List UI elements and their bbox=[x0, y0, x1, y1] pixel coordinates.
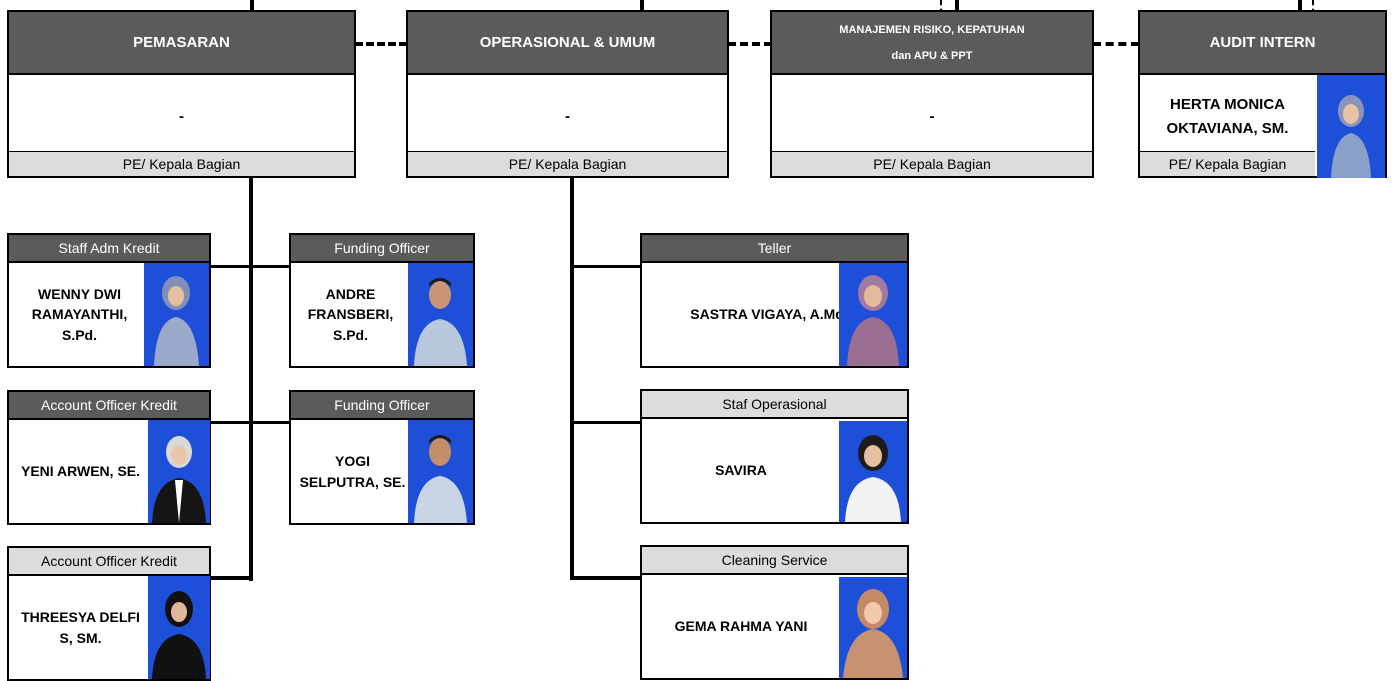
connector-top-mid bbox=[640, 0, 644, 12]
branch-teller bbox=[570, 265, 642, 268]
dept-head-role: PE/ Kepala Bagian bbox=[9, 151, 354, 176]
dept-title: AUDIT INTERN bbox=[1140, 12, 1385, 75]
dept-title: OPERASIONAL & UMUM bbox=[408, 12, 727, 75]
staff-name: WENNY DWI RAMAYANTHI, S.Pd. bbox=[31, 286, 128, 343]
dept-head-role: PE/ Kepala Bagian bbox=[1140, 151, 1315, 176]
dept-title-line1: MANAJEMEN RISIKO, KEPATUHAN bbox=[839, 23, 1025, 36]
staff-threesya: Account Officer Kredit THREESYA DELFI S,… bbox=[7, 546, 211, 681]
staff-position: Teller bbox=[642, 235, 907, 263]
dept-pemasaran: PEMASARAN - PE/ Kepala Bagian bbox=[7, 10, 356, 178]
dept-title: MANAJEMEN RISIKO, KEPATUHAN dan APU & PP… bbox=[772, 12, 1092, 75]
dept-manajemen-risiko: MANAJEMEN RISIKO, KEPATUHAN dan APU & PP… bbox=[770, 10, 1094, 178]
branch-row3 bbox=[210, 576, 253, 580]
photo-savira bbox=[839, 421, 907, 522]
photo-wenny bbox=[144, 263, 209, 366]
staff-position: Cleaning Service bbox=[642, 547, 907, 575]
branch-row2 bbox=[210, 421, 292, 424]
staff-gema: Cleaning Service GEMA RAHMA YANI bbox=[640, 545, 909, 680]
dept-title: PEMASARAN bbox=[9, 12, 354, 75]
dept-title-line2: dan APU & PPT bbox=[891, 49, 973, 62]
connector-top-audit-dash bbox=[1312, 0, 1314, 14]
photo-yeni bbox=[148, 420, 210, 523]
dashed-link-3 bbox=[1093, 42, 1139, 46]
connector-top-manajemen-solid bbox=[955, 0, 959, 12]
dept-head-role: PE/ Kepala Bagian bbox=[772, 151, 1092, 176]
staff-name: THREESYA DELFI S, SM. bbox=[21, 609, 140, 646]
dept-audit-intern: AUDIT INTERN HERTA MONICA OKTAVIANA, SM.… bbox=[1138, 10, 1387, 178]
staff-name: SASTRA VIGAYA, A.Md. bbox=[690, 306, 848, 323]
photo-gema bbox=[839, 577, 907, 678]
dept-head-name: - bbox=[565, 108, 570, 125]
photo-yogi bbox=[408, 420, 473, 523]
dashed-link-1 bbox=[355, 42, 407, 46]
dept-head-name: - bbox=[179, 108, 184, 125]
branch-row1 bbox=[210, 265, 292, 268]
dept-operasional: OPERASIONAL & UMUM - PE/ Kepala Bagian bbox=[406, 10, 729, 178]
staff-name: YOGI SELPUTRA, SE. bbox=[299, 453, 406, 490]
operasional-trunk bbox=[570, 176, 574, 580]
staff-position: Staff Adm Kredit bbox=[9, 235, 209, 263]
staff-yeni: Account Officer Kredit YENI ARWEN, SE. bbox=[7, 390, 211, 525]
pemasaran-trunk bbox=[249, 176, 253, 581]
staff-position: Funding Officer bbox=[291, 392, 473, 420]
staff-position: Account Officer Kredit bbox=[9, 392, 209, 420]
connector-top-left bbox=[250, 0, 254, 12]
staff-name: GEMA RAHMA YANI bbox=[674, 618, 808, 635]
staff-position: Account Officer Kredit bbox=[9, 548, 209, 576]
branch-staf-ops bbox=[570, 421, 642, 424]
staff-name: ANDRE FRANSBERI, S.Pd. bbox=[307, 286, 394, 343]
staff-name: YENI ARWEN, SE. bbox=[20, 463, 141, 480]
staff-wenny: Staff Adm Kredit WENNY DWI RAMAYANTHI, S… bbox=[7, 233, 211, 368]
photo-threesya bbox=[148, 576, 210, 679]
staff-yogi: Funding Officer YOGI SELPUTRA, SE. bbox=[289, 390, 475, 525]
photo-herta bbox=[1317, 75, 1385, 178]
photo-andre bbox=[408, 263, 473, 366]
staff-andre: Funding Officer ANDRE FRANSBERI, S.Pd. bbox=[289, 233, 475, 368]
staff-position: Staf Operasional bbox=[642, 391, 907, 419]
branch-cleaning bbox=[570, 576, 642, 580]
connector-top-manajemen bbox=[940, 0, 942, 14]
dept-head-name: - bbox=[929, 108, 935, 125]
dept-head-role: PE/ Kepala Bagian bbox=[408, 151, 727, 176]
photo-sastra bbox=[839, 263, 907, 366]
staff-sastra: Teller SASTRA VIGAYA, A.Md. bbox=[640, 233, 909, 368]
staff-name: SAVIRA bbox=[715, 462, 767, 479]
dashed-link-2 bbox=[728, 42, 772, 46]
connector-top-audit bbox=[1298, 0, 1302, 12]
dept-head-name: HERTA MONICA OKTAVIANA, SM. bbox=[1166, 96, 1289, 137]
staff-savira: Staf Operasional SAVIRA bbox=[640, 389, 909, 524]
staff-position: Funding Officer bbox=[291, 235, 473, 263]
